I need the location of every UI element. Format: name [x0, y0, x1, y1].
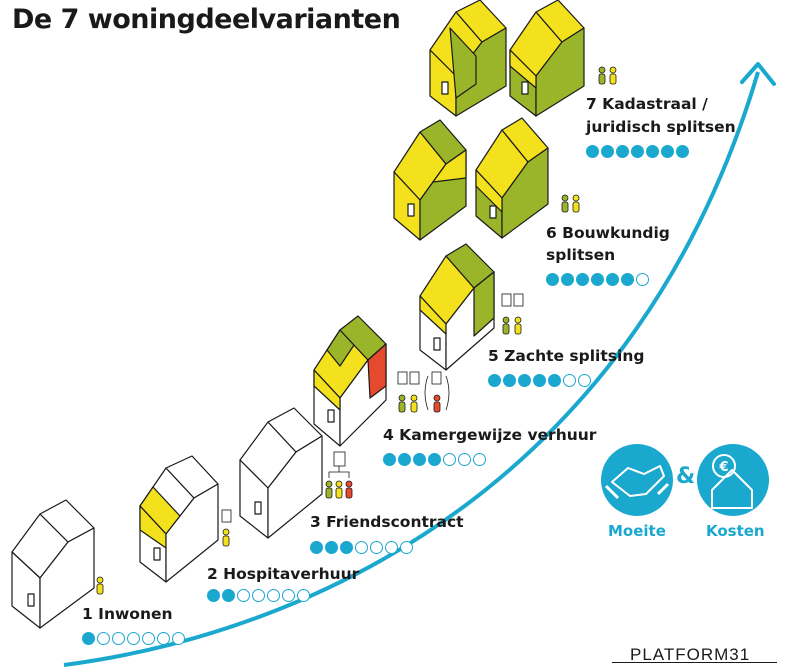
- scale-dot-filled: [533, 374, 546, 387]
- legend-effort-label: Moeite: [608, 522, 666, 540]
- scale-dot-filled: [340, 541, 353, 554]
- scale-dot-filled: [601, 145, 614, 158]
- contract-icon: [221, 509, 232, 523]
- contract-icon: [397, 371, 450, 411]
- legend-ampersand: &: [676, 464, 696, 489]
- brand-logo: PLATFORM31: [630, 645, 751, 664]
- scale-dot-empty: [355, 541, 368, 554]
- scale-dot-filled: [325, 541, 338, 554]
- scale-dot-empty: [97, 632, 110, 645]
- contract-icon: [328, 451, 350, 478]
- scale-dot-filled: [676, 145, 689, 158]
- scale-dot-empty: [578, 374, 591, 387]
- effort-scale-1: [82, 632, 185, 645]
- scale-dot-filled: [207, 589, 220, 602]
- scale-dot-empty: [112, 632, 125, 645]
- scale-dot-filled: [518, 374, 531, 387]
- scale-dot-empty: [563, 374, 576, 387]
- scale-dot-empty: [237, 589, 250, 602]
- scale-dot-empty: [142, 632, 155, 645]
- scale-dot-empty: [370, 541, 383, 554]
- scale-dot-filled: [606, 273, 619, 286]
- effort-scale-2: [207, 589, 310, 602]
- effort-scale-5: [488, 374, 591, 387]
- brand-underline: [612, 662, 777, 663]
- scale-dot-filled: [310, 541, 323, 554]
- person-icon: [502, 316, 522, 335]
- variant-label-7-line2: juridisch splitsen: [586, 118, 736, 136]
- person-icon: [598, 66, 617, 85]
- house-icon: [139, 455, 219, 583]
- scale-dot-filled: [413, 453, 426, 466]
- scale-dot-empty: [400, 541, 413, 554]
- house-icon: [11, 499, 95, 629]
- scale-dot-filled: [576, 273, 589, 286]
- scale-dot-filled: [621, 273, 634, 286]
- contract-icon: [501, 293, 524, 307]
- house-icon: [419, 243, 495, 371]
- scale-dot-filled: [548, 374, 561, 387]
- scale-dot-filled: [383, 453, 396, 466]
- variant-label-6-line2: splitsen: [546, 246, 616, 264]
- scale-dot-filled: [428, 453, 441, 466]
- house-icon: [393, 119, 467, 241]
- scale-dot-filled: [546, 273, 559, 286]
- scale-dot-filled: [222, 589, 235, 602]
- scale-dot-filled: [646, 145, 659, 158]
- scale-dot-filled: [503, 374, 516, 387]
- effort-scale-6: [546, 273, 649, 286]
- scale-dot-filled: [488, 374, 501, 387]
- scale-dot-filled: [661, 145, 674, 158]
- house-icon: [239, 407, 323, 539]
- scale-dot-filled: [616, 145, 629, 158]
- effort-scale-7: [586, 145, 689, 158]
- page-title: De 7 woningdeelvarianten: [12, 4, 401, 35]
- arrow-icon: [740, 62, 776, 86]
- scale-dot-filled: [82, 632, 95, 645]
- person-icon: [561, 194, 580, 213]
- person-icon: [325, 480, 353, 499]
- scale-dot-empty: [127, 632, 140, 645]
- handshake-icon: [601, 444, 673, 516]
- effort-scale-3: [310, 541, 413, 554]
- variant-label-6-line1: 6 Bouwkundig: [546, 224, 670, 242]
- variant-label-1: 1 Inwonen: [82, 605, 173, 623]
- variant-label-4: 4 Kamergewijze verhuur: [383, 426, 597, 444]
- scale-dot-empty: [297, 589, 310, 602]
- scale-dot-empty: [636, 273, 649, 286]
- scale-dot-empty: [267, 589, 280, 602]
- scale-dot-empty: [172, 632, 185, 645]
- house-icon: [475, 117, 549, 239]
- legend-cost-label: Kosten: [706, 522, 765, 540]
- house-icon: [509, 0, 585, 117]
- variant-label-3: 3 Friendscontract: [310, 513, 464, 531]
- scale-dot-filled: [631, 145, 644, 158]
- scale-dot-empty: [385, 541, 398, 554]
- house-icon: [313, 315, 387, 447]
- scale-dot-filled: [591, 273, 604, 286]
- person-icon: [96, 576, 104, 595]
- person-icon: [398, 394, 441, 413]
- euro-house-icon: €: [697, 444, 769, 516]
- variant-label-7-line1: 7 Kadastraal /: [586, 95, 708, 113]
- effort-scale-4: [383, 453, 486, 466]
- variant-label-5: 5 Zachte splitsing: [488, 347, 645, 365]
- person-icon: [222, 528, 230, 547]
- scale-dot-filled: [398, 453, 411, 466]
- scale-dot-empty: [157, 632, 170, 645]
- scale-dot-empty: [473, 453, 486, 466]
- scale-dot-empty: [458, 453, 471, 466]
- variant-label-2: 2 Hospitaverhuur: [207, 565, 360, 583]
- scale-dot-filled: [586, 145, 599, 158]
- scale-dot-filled: [561, 273, 574, 286]
- house-icon: [429, 0, 507, 117]
- scale-dot-empty: [252, 589, 265, 602]
- scale-dot-empty: [282, 589, 295, 602]
- scale-dot-empty: [443, 453, 456, 466]
- svg-text:€: €: [718, 460, 728, 475]
